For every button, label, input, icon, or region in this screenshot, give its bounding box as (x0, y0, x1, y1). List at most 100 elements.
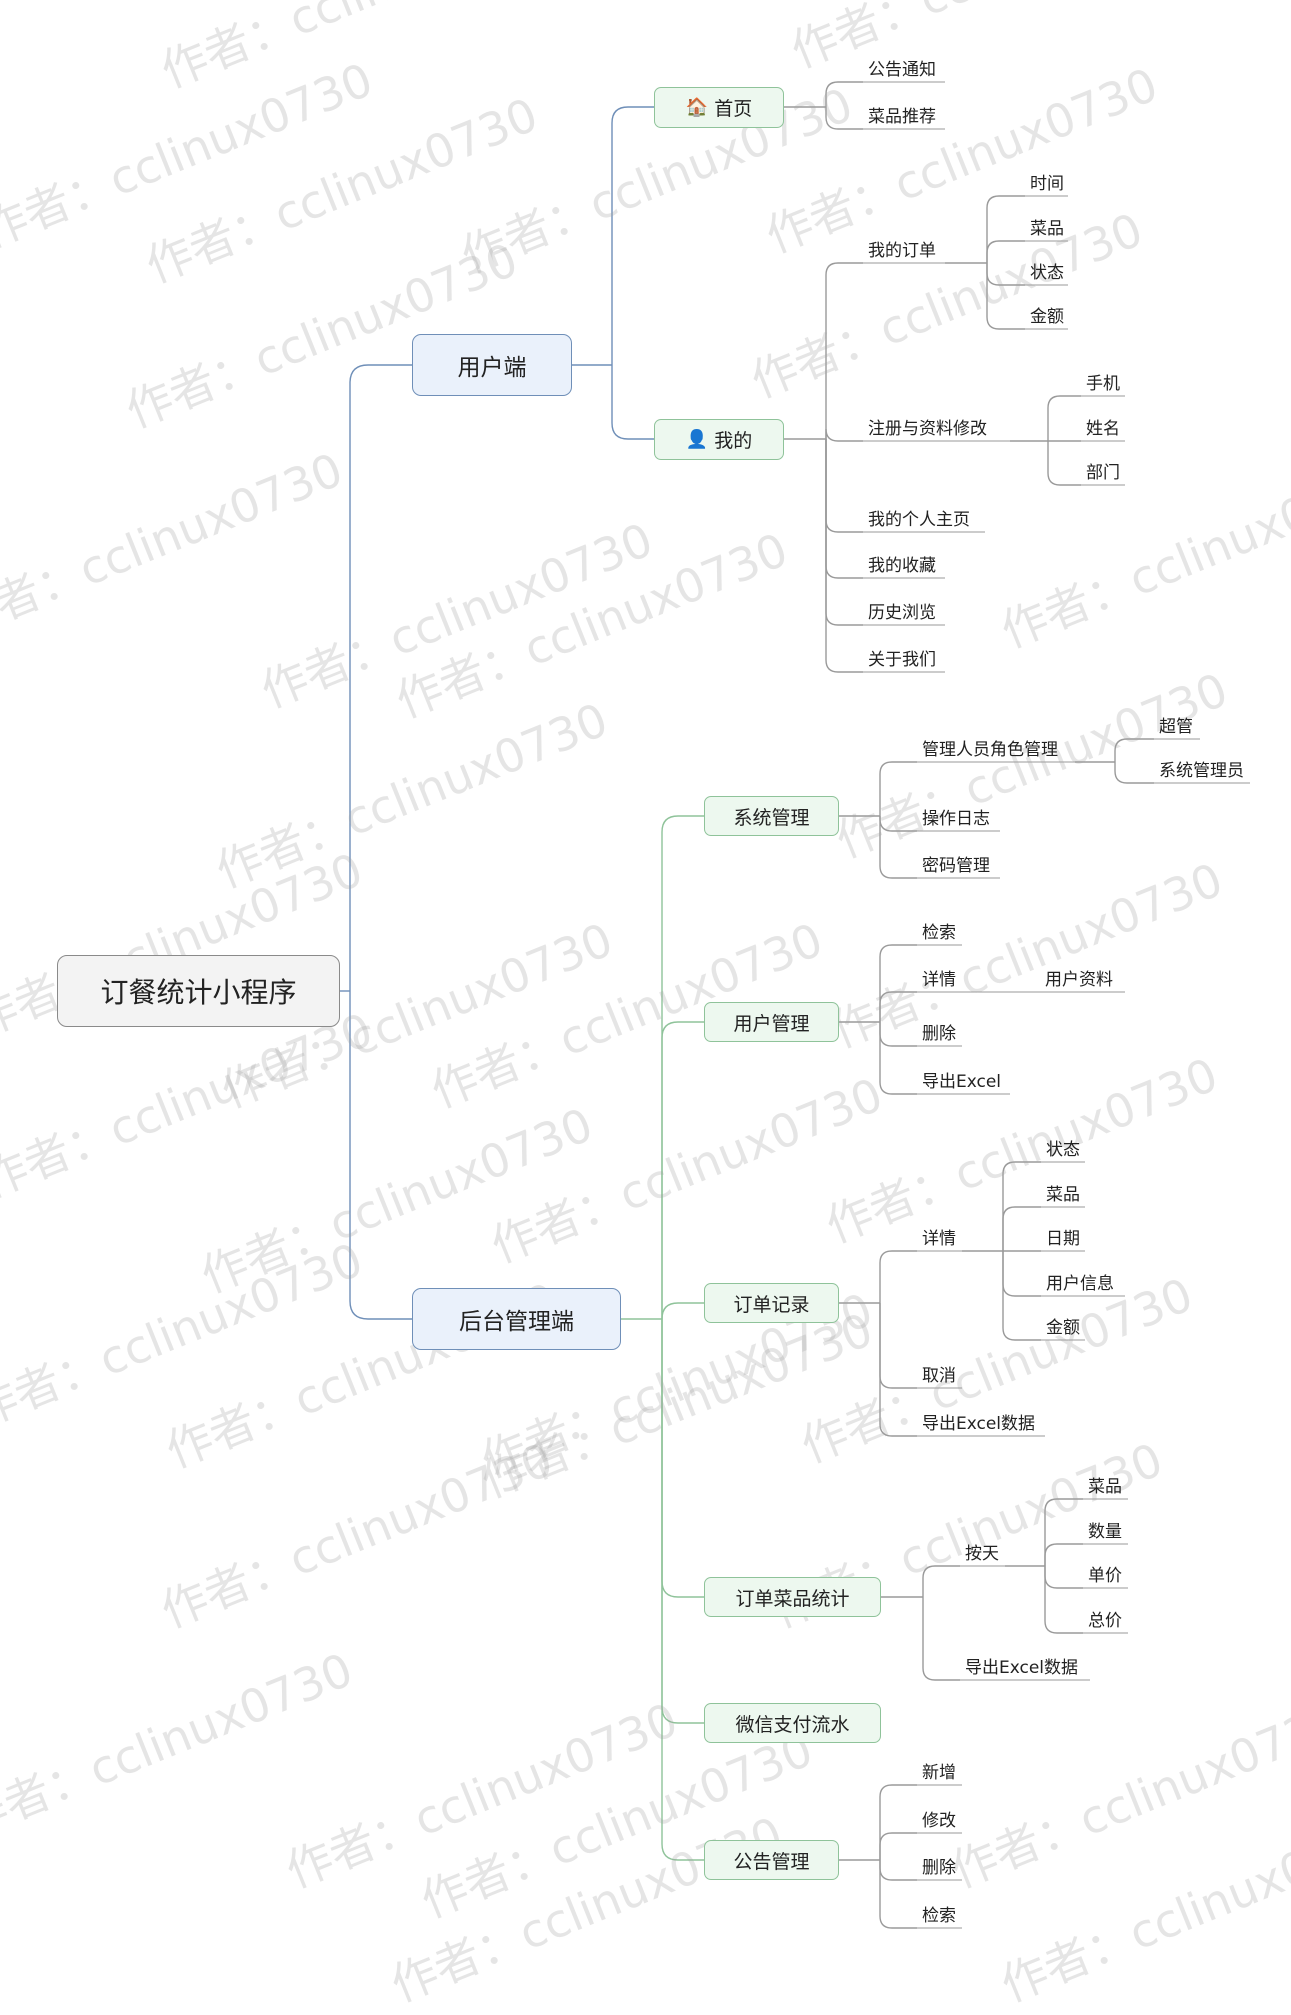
leaf-or-dish[interactable]: 菜品 (1046, 1185, 1080, 1205)
leaf-department[interactable]: 部门 (1086, 463, 1120, 483)
leaf-order-dish[interactable]: 菜品 (1030, 219, 1064, 239)
notices-connector (879, 1860, 917, 1881)
admin-connector (661, 1319, 704, 1724)
user-mgmt-connector (879, 944, 917, 1022)
leaf-order-amount[interactable]: 金额 (1030, 307, 1064, 327)
user-client-label: 用户端 (457, 355, 527, 381)
leaf-dish-recommend[interactable]: 菜品推荐 (868, 107, 936, 127)
mine-connector (825, 262, 863, 439)
leaf-or-userinfo[interactable]: 用户信息 (1046, 1274, 1114, 1294)
leaf-order-status[interactable]: 状态 (1030, 263, 1064, 283)
dish-stats-node[interactable]: 订单菜品统计 (704, 1577, 881, 1617)
order-detail-connector (1002, 1251, 1041, 1341)
leaf-user-delete[interactable]: 删除 (922, 1024, 956, 1044)
leaf-user-export[interactable]: 导出Excel (922, 1072, 1002, 1092)
order-records-label: 订单记录 (733, 1293, 810, 1316)
leaf-phone[interactable]: 手机 (1086, 374, 1120, 394)
leaf-order-export[interactable]: 导出Excel数据 (922, 1414, 1036, 1434)
user-client-node[interactable]: 用户端 (412, 334, 572, 396)
leaf-order-cancel[interactable]: 取消 (922, 1366, 956, 1386)
leaf-ds-dish[interactable]: 菜品 (1088, 1477, 1122, 1497)
system-mgmt-node[interactable]: 系统管理 (704, 796, 839, 836)
leaf-notice-edit[interactable]: 修改 (922, 1811, 956, 1831)
root-label: 订餐统计小程序 (100, 976, 297, 1009)
leaf-or-amount[interactable]: 金额 (1046, 1318, 1080, 1338)
leaf-user-search[interactable]: 检索 (922, 923, 956, 943)
order-records-node[interactable]: 订单记录 (704, 1283, 839, 1323)
my-orders-connector (986, 240, 1025, 263)
leaf-role-mgmt[interactable]: 管理人员角色管理 (922, 740, 1058, 760)
leaf-register[interactable]: 注册与资料修改 (868, 419, 987, 439)
leaf-system-admin[interactable]: 系统管理员 (1159, 761, 1244, 781)
notices-connector (879, 1860, 917, 1929)
root-connector (349, 991, 412, 1320)
mine-connector (825, 428, 863, 442)
user-mgmt-node[interactable]: 用户管理 (704, 1002, 839, 1042)
leaf-announcement[interactable]: 公告通知 (868, 60, 936, 80)
dish-stats-label: 订单菜品统计 (735, 1587, 850, 1610)
leaf-operation-log[interactable]: 操作日志 (922, 809, 990, 829)
leaf-ds-total[interactable]: 总价 (1088, 1611, 1122, 1631)
user-mgmt-connector (879, 1022, 917, 1047)
system-connector (879, 816, 917, 832)
leaf-name[interactable]: 姓名 (1086, 419, 1120, 439)
user-client-connector (611, 365, 654, 440)
leaf-ds-export[interactable]: 导出Excel数据 (965, 1658, 1079, 1678)
admin-client-label: 后台管理端 (459, 1309, 574, 1335)
home-connector (825, 81, 863, 107)
house-icon: 🏠 (685, 97, 709, 118)
leaf-notice-search[interactable]: 检索 (922, 1906, 956, 1926)
dish-stats-connector (922, 1565, 960, 1597)
order-detail-connector (1002, 1206, 1041, 1251)
leaf-or-status[interactable]: 状态 (1046, 1140, 1080, 1160)
leaf-notice-add[interactable]: 新增 (922, 1763, 956, 1783)
leaf-user-detail[interactable]: 详情 (922, 970, 956, 990)
leaf-by-day[interactable]: 按天 (965, 1544, 999, 1564)
leaf-favorites[interactable]: 我的收藏 (868, 556, 936, 576)
leaf-password-mgmt[interactable]: 密码管理 (922, 856, 990, 876)
mine-node[interactable]: 👤 我的 (654, 419, 784, 460)
user-mgmt-connector (879, 991, 917, 1022)
register-connector (1047, 441, 1081, 486)
home-connector (825, 107, 863, 130)
notices-connector (879, 1832, 917, 1860)
admin-connector (661, 1302, 704, 1320)
leaf-notice-delete[interactable]: 删除 (922, 1858, 956, 1878)
wechat-pay-node[interactable]: 微信支付流水 (704, 1703, 881, 1743)
leaf-personal-home[interactable]: 我的个人主页 (868, 510, 970, 530)
orders-connector (879, 1303, 917, 1389)
notice-mgmt-label: 公告管理 (733, 1850, 810, 1873)
mine-connector (825, 439, 863, 673)
admin-connector (661, 815, 704, 1319)
person-icon: 👤 (685, 429, 709, 450)
leaf-user-profile[interactable]: 用户资料 (1045, 970, 1113, 990)
role-connector (1114, 762, 1154, 784)
home-label: 首页 (714, 98, 753, 120)
admin-connector (661, 1021, 704, 1319)
my-orders-connector (986, 263, 1025, 286)
leaf-ds-price[interactable]: 单价 (1088, 1566, 1122, 1586)
system-connector (879, 816, 917, 879)
leaf-my-orders[interactable]: 我的订单 (868, 241, 936, 261)
orders-connector (879, 1250, 917, 1303)
notices-connector (879, 1784, 917, 1860)
leaf-ds-qty[interactable]: 数量 (1088, 1522, 1122, 1542)
root-connector (349, 364, 412, 991)
leaf-super-admin[interactable]: 超管 (1159, 717, 1193, 737)
system-mgmt-label: 系统管理 (733, 806, 810, 829)
leaf-or-date[interactable]: 日期 (1046, 1229, 1080, 1249)
role-connector (1114, 738, 1154, 762)
user-mgmt-label: 用户管理 (733, 1012, 810, 1035)
leaf-about-us[interactable]: 关于我们 (868, 650, 936, 670)
by-day-connector (1044, 1566, 1083, 1589)
notice-mgmt-node[interactable]: 公告管理 (704, 1840, 839, 1880)
register-connector (1047, 395, 1081, 441)
home-node[interactable]: 🏠 首页 (654, 87, 784, 128)
admin-client-node[interactable]: 后台管理端 (412, 1288, 621, 1350)
leaf-history[interactable]: 历史浏览 (868, 603, 936, 623)
leaf-order-time[interactable]: 时间 (1030, 174, 1064, 194)
leaf-order-detail[interactable]: 详情 (922, 1229, 956, 1249)
root-node[interactable]: 订餐统计小程序 (57, 955, 340, 1027)
my-orders-connector (986, 263, 1025, 330)
